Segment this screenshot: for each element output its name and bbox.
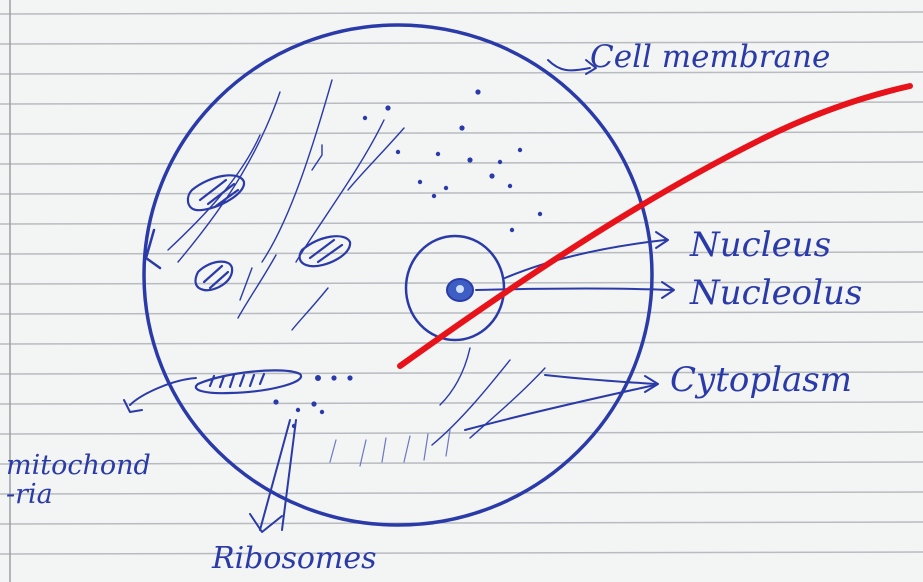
red-pen-mark bbox=[397, 83, 913, 369]
ribosomes-dots bbox=[273, 89, 543, 429]
lower-hatching bbox=[329, 429, 451, 467]
label-mitochondria-line1: mitochond bbox=[6, 450, 151, 481]
cell-membrane-outline bbox=[142, 23, 654, 527]
label-cytoplasm: Cytoplasm bbox=[670, 360, 852, 400]
label-pointers bbox=[123, 59, 675, 533]
label-mitochondria-line2: -ria bbox=[6, 479, 53, 510]
label-nucleolus: Nucleolus bbox=[690, 273, 863, 313]
membrane-notch bbox=[144, 228, 162, 270]
label-nucleus: Nucleus bbox=[690, 225, 832, 265]
label-cell-membrane: Cell membrane bbox=[590, 39, 831, 75]
mitochondria bbox=[186, 174, 352, 395]
nucleus-outline bbox=[404, 234, 506, 342]
label-ribosomes: Ribosomes bbox=[212, 541, 377, 576]
